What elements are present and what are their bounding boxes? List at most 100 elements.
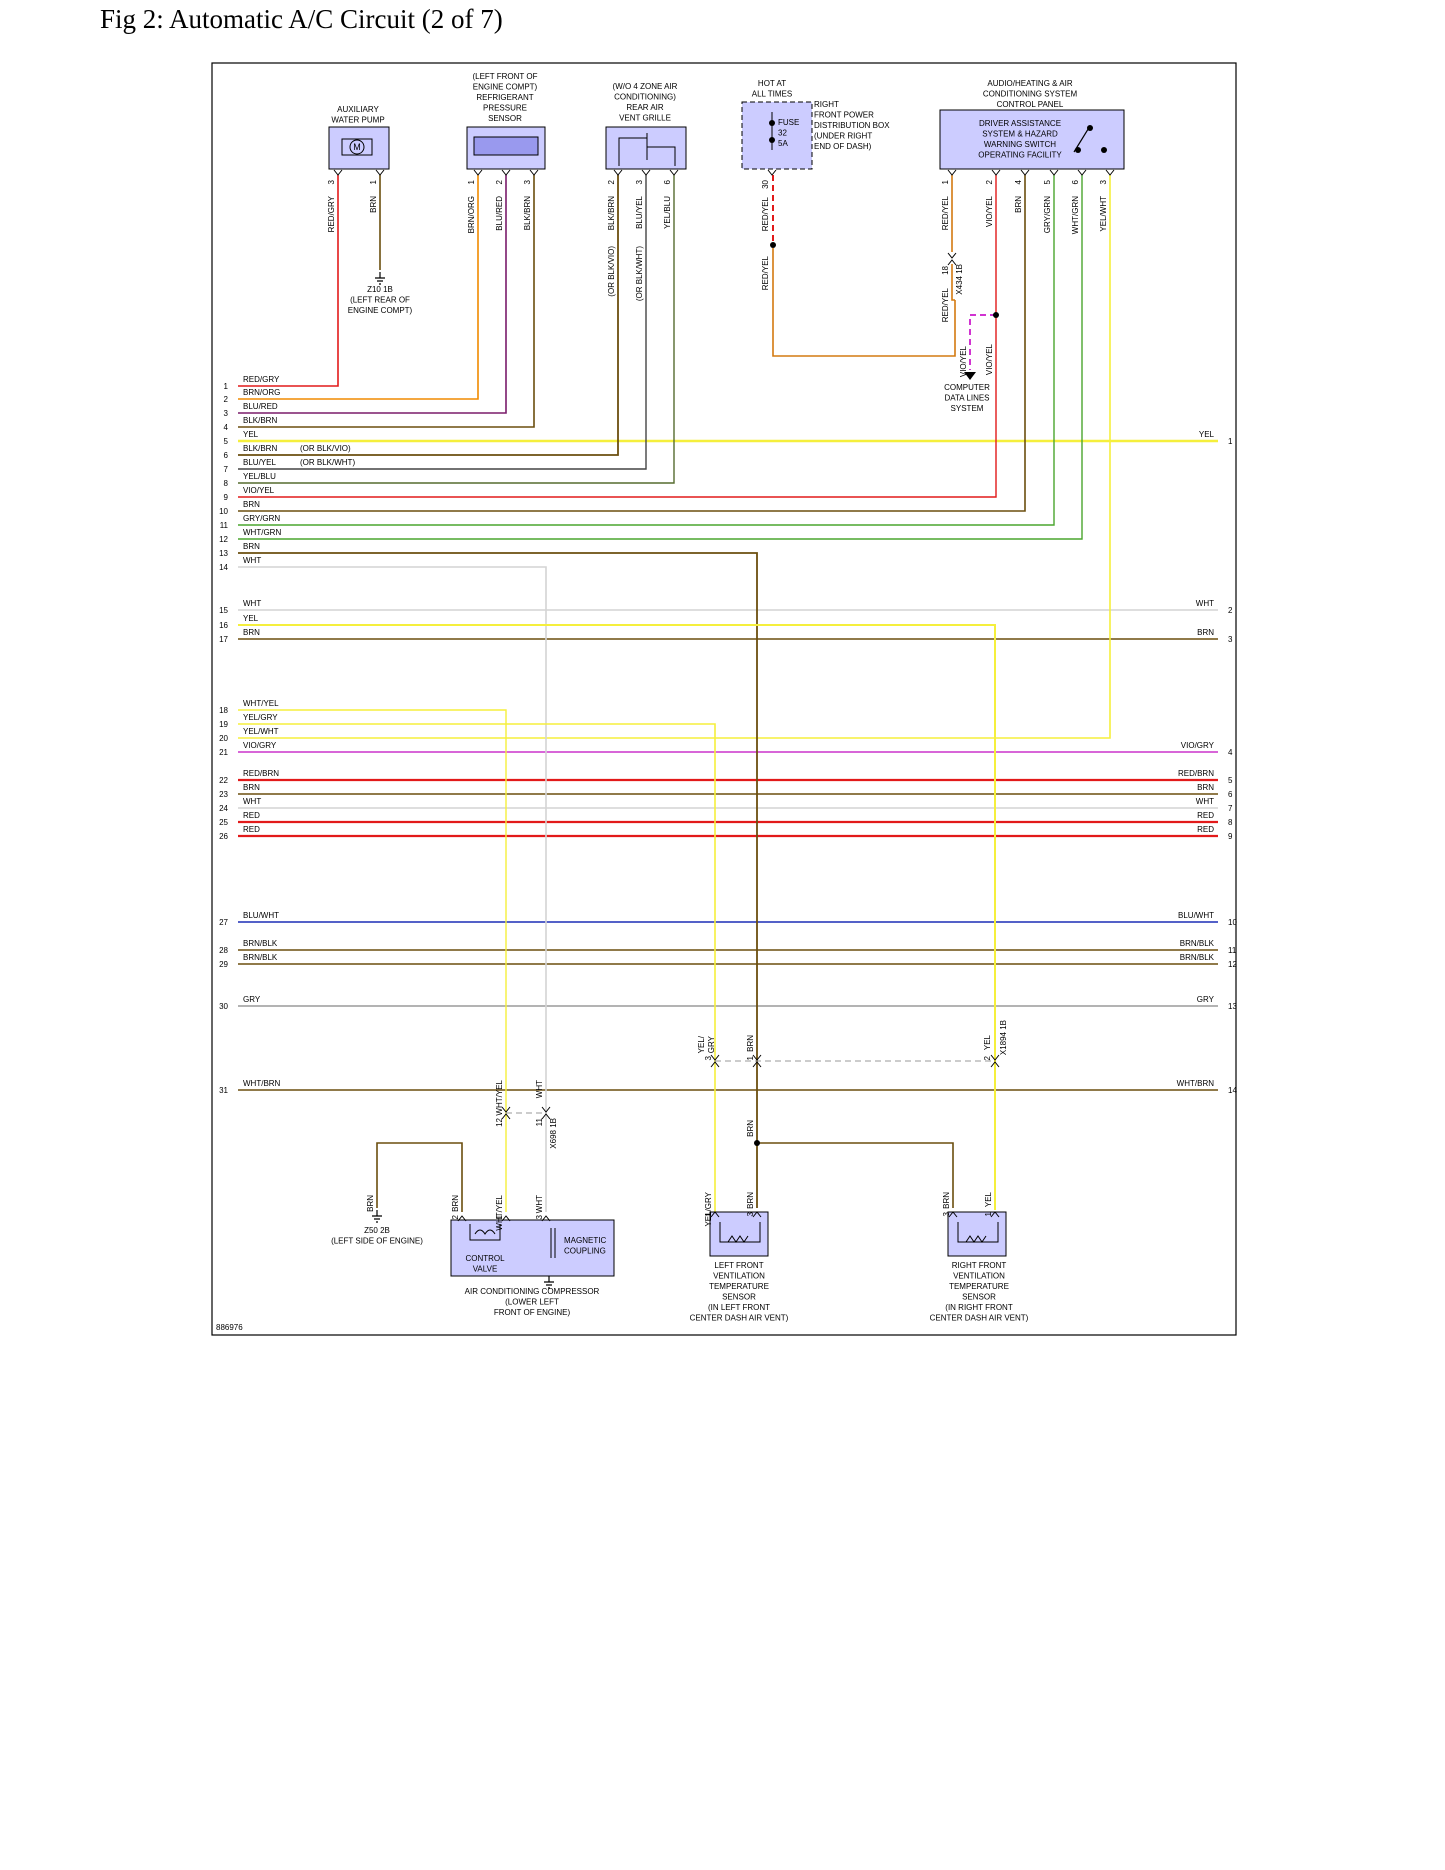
bus-right-row-number: 14: [1228, 1086, 1237, 1095]
wire-red-gry: [238, 175, 339, 387]
bus-right-color-code: RED: [1197, 811, 1214, 820]
pin-number: 1: [984, 1211, 993, 1216]
sensor-element: [473, 136, 539, 156]
connector-mark: [752, 1061, 762, 1068]
wire-alt-code: (OR BLK/VIO): [607, 246, 616, 297]
control-panel: [939, 109, 1125, 170]
pressure-sensor-label: PRESSURE: [483, 104, 527, 113]
splice-dot: [993, 312, 999, 318]
fuse-box: [741, 101, 813, 170]
connector-id: X698 1B: [549, 1118, 558, 1149]
rear-air-vent-grille: [605, 126, 687, 170]
wire-color-code: VIO/YEL: [985, 343, 994, 375]
bus-row-color-code: YEL/WHT: [243, 727, 279, 736]
wire-color-code: BRN: [746, 1035, 755, 1052]
control-valve-label: VALVE: [473, 1265, 498, 1274]
bus-right-color-code: BRN: [1197, 783, 1214, 792]
pin-number: 3: [327, 179, 336, 184]
bus-row-number: 13: [219, 549, 228, 558]
ground-z10-label: (LEFT REAR OF: [350, 296, 410, 305]
connector-mark: [541, 1106, 551, 1113]
ground-z50-label: (LEFT SIDE OF ENGINE): [331, 1237, 423, 1246]
bus-row-color-code: YEL/BLU: [243, 472, 276, 481]
wire-color-code: BRN: [746, 1120, 755, 1137]
right-sensor-label: VENTILATION: [953, 1272, 1005, 1281]
connector-mark: [541, 1113, 551, 1120]
left-sensor-label: CENTER DASH AIR VENT): [690, 1314, 789, 1323]
wire-vio-yel-dashed: [969, 314, 996, 370]
pin-number: 3: [523, 179, 532, 184]
bus-row-number: 20: [219, 734, 228, 743]
bus-row-number: 18: [219, 706, 228, 715]
control-panel-inner-label: WARNING SWITCH: [984, 140, 1056, 149]
bus-right-color-code: WHT/BRN: [1177, 1079, 1215, 1088]
fuse-box-label: END OF DASH): [814, 142, 872, 151]
wire-color-code: BRN: [1014, 196, 1023, 213]
connector-mark: [501, 1106, 511, 1113]
bus-right-row-number: 9: [1228, 832, 1233, 841]
rear-grille-label: REAR AIR: [626, 103, 664, 112]
pin-number: 2: [451, 1214, 460, 1219]
bus-right-row-number: 10: [1228, 918, 1237, 927]
fuse-box-label: FRONT POWER: [814, 111, 874, 120]
connector-mark: [948, 1211, 958, 1218]
control-valve-icon: [469, 1224, 501, 1241]
wire-yel-wht: [238, 175, 1111, 739]
bus-row-color-code: BRN: [243, 783, 260, 792]
bus-row-color-code: RED: [243, 825, 260, 834]
bus-row-number: 28: [219, 946, 228, 955]
computer-data-lines-label: SYSTEM: [951, 404, 984, 413]
bus-right-color-code: BRN: [1197, 628, 1214, 637]
fuse-box-label: RIGHT: [814, 100, 839, 109]
left-front-ventilation-temperature-sensor: [709, 1211, 769, 1257]
bus-row-color-code: BRN: [243, 542, 260, 551]
pin-number: 4: [1014, 179, 1023, 184]
bus-row-color-code: BLK/BRN: [243, 416, 277, 425]
air-conditioning-compressor: [450, 1219, 615, 1277]
wire-alt-code: (OR BLK/WHT): [635, 246, 644, 301]
motor-box: [341, 138, 373, 156]
bus-right-color-code: RED: [1197, 825, 1214, 834]
bus-row-alt-code: (OR BLK/VIO): [300, 444, 351, 453]
wire-color-code: YEL/: [697, 1035, 706, 1053]
bus-row-alt-code: (OR BLK/WHT): [300, 458, 355, 467]
control-panel-inner-label: OPERATING FACILITY: [978, 151, 1062, 160]
arrow-icon: [964, 372, 976, 380]
right-front-ventilation-temperature-sensor: [947, 1211, 1007, 1257]
wire-brn-compressor: [376, 1142, 463, 1212]
pin-number: 1: [467, 179, 476, 184]
diagram-frame: [211, 62, 1237, 1336]
splice-dot: [770, 242, 776, 248]
wire-color-code: WHT/YEL: [495, 1194, 504, 1230]
bus-row-color-code: BRN/ORG: [243, 388, 280, 397]
bus-row-number: 19: [219, 720, 228, 729]
ground-icon: [375, 272, 385, 285]
connector-mark: [752, 1211, 762, 1218]
bus-row-number: 31: [219, 1086, 228, 1095]
wire-yel-16: [238, 624, 996, 1210]
ground-icon: [372, 1210, 382, 1223]
bus-row-color-code: BLU/WHT: [243, 911, 279, 920]
bus-row-number: 22: [219, 776, 228, 785]
wire-color-code: WHT/GRN: [1071, 196, 1080, 234]
left-sensor-label: VENTILATION: [713, 1272, 765, 1281]
pin-number: 3: [635, 179, 644, 184]
pin-number: 2: [495, 179, 504, 184]
wire-blu-red: [238, 175, 507, 414]
hot-at-all-times-label: ALL TIMES: [752, 90, 792, 99]
bus-row-number: 1: [224, 382, 229, 391]
right-sensor-label: RIGHT FRONT: [952, 1261, 1007, 1270]
connector-mark: [473, 169, 483, 176]
bus-row-color-code: VIO/YEL: [243, 486, 275, 495]
bus-right-color-code: BRN/BLK: [1180, 953, 1215, 962]
motor-icon-label: M: [353, 142, 361, 152]
connector-mark: [752, 1054, 762, 1061]
connector-mark: [947, 252, 957, 259]
bus-row-color-code: RED/BRN: [243, 769, 279, 778]
bus-row-number: 16: [219, 621, 228, 630]
pin-number: 1: [369, 179, 378, 184]
thermistor-icon: [957, 1222, 999, 1243]
wire-color-code: RED/YEL: [761, 255, 770, 290]
bus-row-color-code: WHT: [243, 797, 261, 806]
